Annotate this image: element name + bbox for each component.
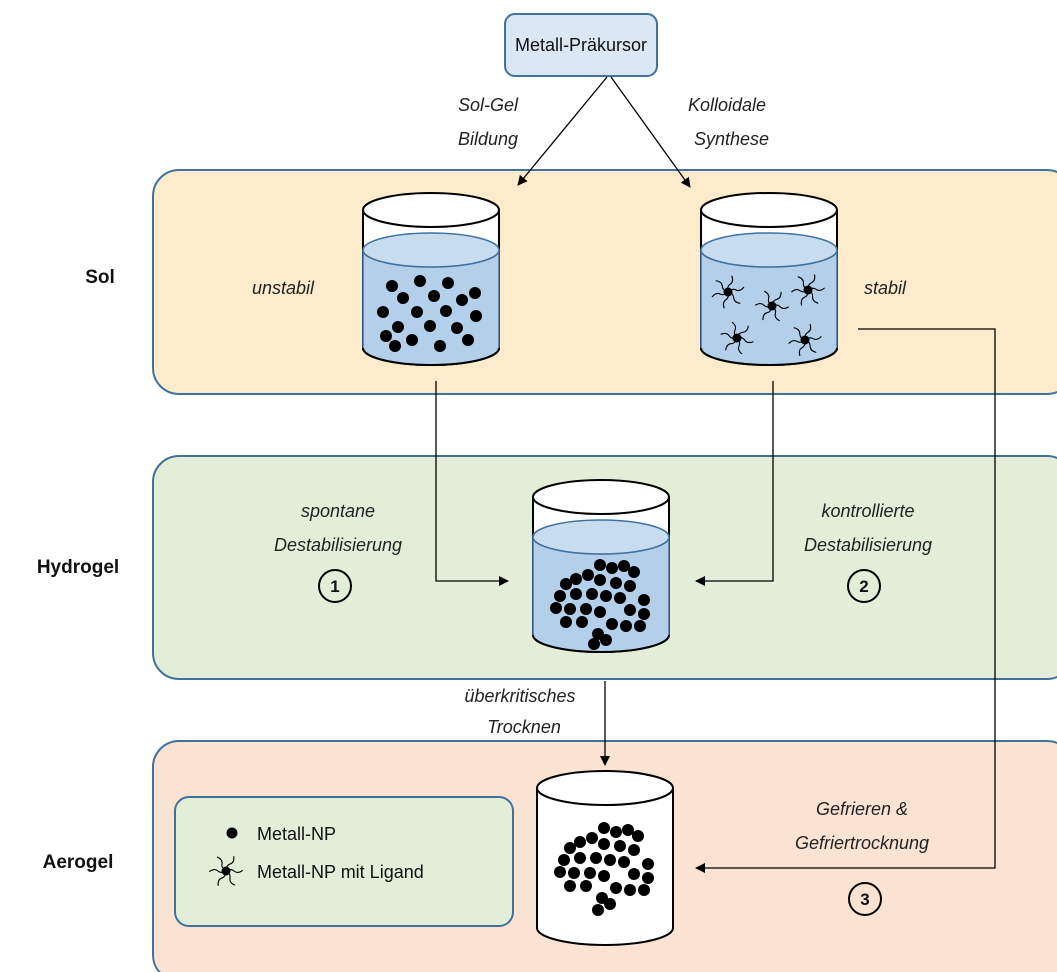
label-freeze-line1: Gefrieren & xyxy=(816,799,908,819)
legend-np-ligand-label: Metall-NP mit Ligand xyxy=(257,862,424,882)
aerogel-network xyxy=(554,822,654,916)
gel-network xyxy=(550,559,650,650)
beaker-stable-sol xyxy=(700,192,838,366)
step-number-1 xyxy=(318,569,352,603)
ligand-particle xyxy=(754,289,790,323)
label-unstable: unstabil xyxy=(252,278,315,298)
route-colloidal-line1: Kolloidale xyxy=(688,95,766,115)
legend-np-label: Metall-NP xyxy=(257,824,336,844)
arrow-controlled xyxy=(695,381,774,586)
metal-precursor-label: Metall-Präkursor xyxy=(515,35,647,55)
beaker-hydrogel xyxy=(532,479,670,653)
row-label-sol: Sol xyxy=(85,267,115,288)
label-stable: stabil xyxy=(864,278,907,298)
arrow-sol-gel xyxy=(517,76,608,186)
legend-ligand-icon xyxy=(208,854,244,888)
arrow-freeze-drying xyxy=(695,328,996,873)
route-sol-gel-line1: Sol-Gel xyxy=(458,95,519,115)
ligand-particle xyxy=(720,321,754,355)
ligand-particle xyxy=(711,275,745,309)
step-number-3 xyxy=(848,882,882,916)
label-controlled-line1: kontrollierte xyxy=(821,501,914,521)
label-drying-line1: überkritisches xyxy=(464,686,575,706)
label-freeze-line2: Gefriertrocknung xyxy=(795,833,929,853)
ligand-particle xyxy=(788,323,822,357)
arrow-spontaneous xyxy=(435,381,509,586)
label-drying-line2: Trocknen xyxy=(487,717,561,737)
step-number-3-label: 3 xyxy=(860,890,869,909)
label-controlled-line2: Destabilisierung xyxy=(804,535,932,555)
step-number-2 xyxy=(847,569,881,603)
label-spontaneous-line2: Destabilisierung xyxy=(274,535,402,555)
legend: Metall-NP Metall-NP mit Ligand xyxy=(174,796,514,927)
arrow-colloidal xyxy=(610,76,691,188)
legend-np-icon xyxy=(226,827,238,839)
row-label-hydrogel: Hydrogel xyxy=(37,557,119,578)
step-number-2-label: 2 xyxy=(859,577,868,596)
metal-precursor-box xyxy=(504,13,658,77)
ligand-particle xyxy=(790,273,826,307)
step-number-1-label: 1 xyxy=(330,577,339,596)
label-spontaneous-line1: spontane xyxy=(301,501,375,521)
route-sol-gel-line2: Bildung xyxy=(458,129,518,149)
row-label-aerogel: Aerogel xyxy=(43,852,114,873)
beaker-unstable-sol xyxy=(362,192,500,366)
route-colloidal-line2: Synthese xyxy=(694,129,769,149)
beaker-aerogel xyxy=(536,770,674,946)
